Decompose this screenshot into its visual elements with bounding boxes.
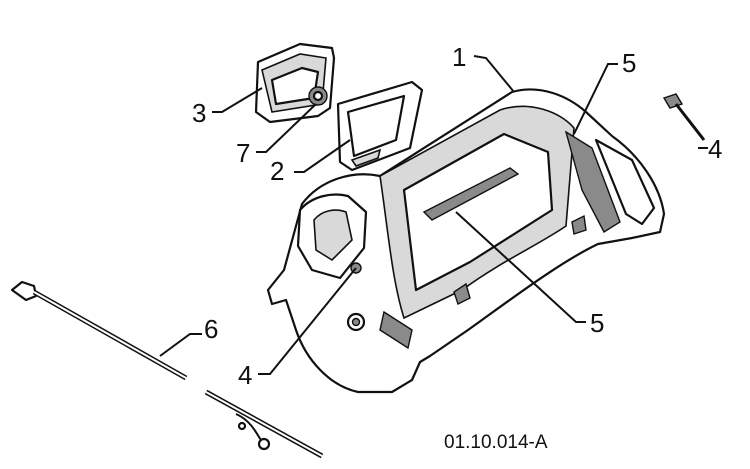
headlight-bezel-part <box>336 80 424 172</box>
callout-6: 6 <box>204 314 218 344</box>
leader-7 <box>256 103 317 153</box>
leader-1 <box>473 55 515 93</box>
callout-5-lower: 5 <box>590 308 604 338</box>
leader-5-upper <box>573 63 618 135</box>
headlight-housing-part <box>254 42 336 124</box>
screw-part-right <box>662 93 706 141</box>
hood-cover-part <box>266 88 666 394</box>
leader-5-lower <box>455 211 586 323</box>
callout-7: 7 <box>236 138 250 168</box>
callout-3: 3 <box>192 98 206 128</box>
figure-reference-code: 01.10.014-A <box>444 432 548 453</box>
callout-1: 1 <box>452 42 466 72</box>
cable-harness-part <box>10 280 324 459</box>
leader-3 <box>212 87 263 113</box>
callout-4-left: 4 <box>238 360 252 390</box>
leader-4-left <box>258 267 357 375</box>
callout-2: 2 <box>270 156 284 186</box>
callout-4-right: 4 <box>708 134 722 164</box>
leader-lines <box>159 55 708 375</box>
leader-6 <box>159 333 202 357</box>
callout-5-upper: 5 <box>622 48 636 78</box>
leader-2 <box>294 139 351 173</box>
